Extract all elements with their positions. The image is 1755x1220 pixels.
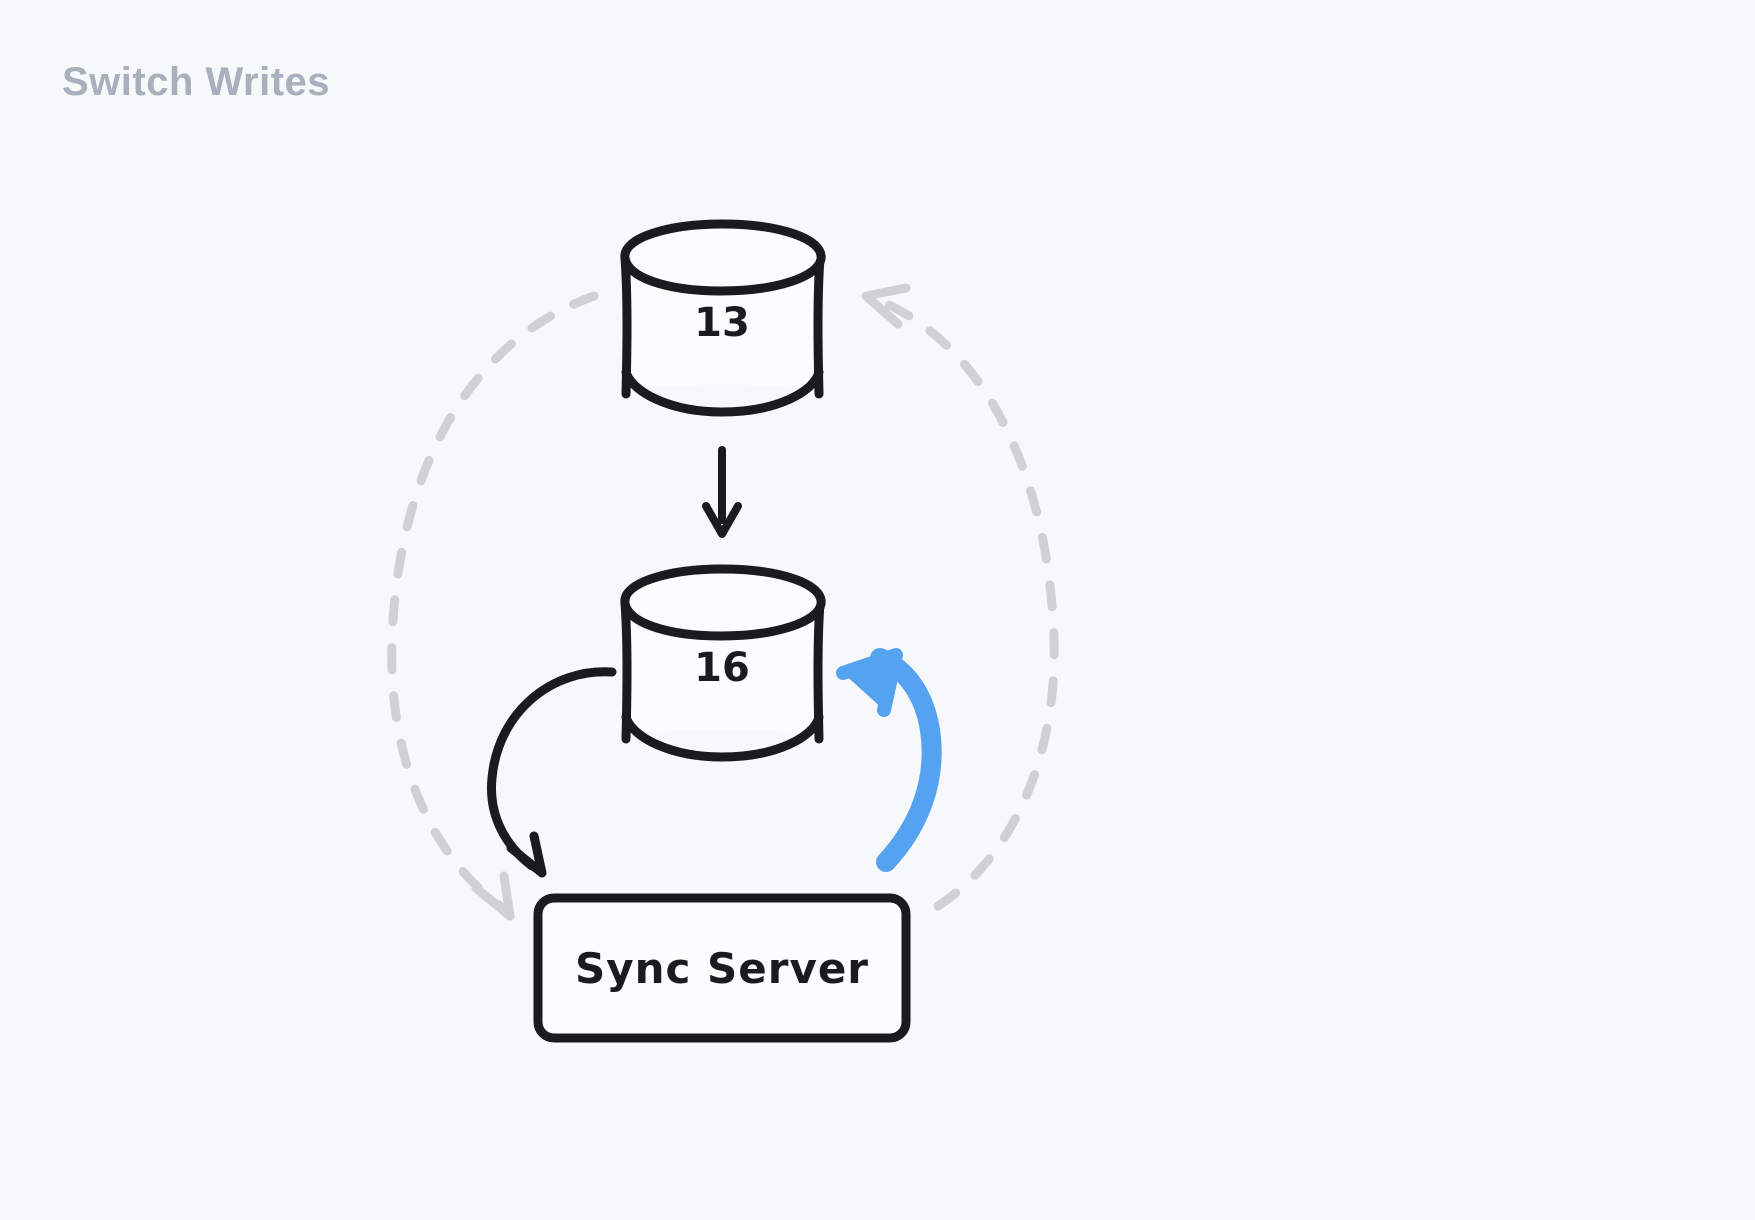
edge-sync-to-middle-write[interactable] <box>836 648 942 872</box>
db-middle-label: 16 <box>694 645 750 691</box>
db-top-cylinder[interactable]: 13 <box>620 219 826 417</box>
db-middle-cylinder[interactable]: 16 <box>620 564 826 762</box>
edge-middle-to-sync <box>486 667 617 878</box>
edge-top-to-middle <box>702 446 742 538</box>
sync-server-label: Sync Server <box>575 944 869 993</box>
sync-server-box[interactable]: Sync Server <box>533 893 911 1043</box>
edge-loop-left-dashed <box>387 291 599 921</box>
db-top-label: 13 <box>694 300 750 346</box>
page-title: Switch Writes <box>62 60 331 104</box>
edge-loop-right-dashed <box>861 283 1059 911</box>
